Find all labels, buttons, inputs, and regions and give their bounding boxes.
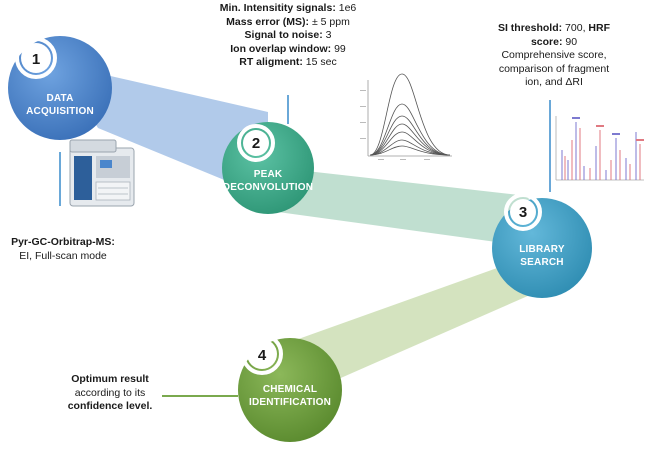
param-comprehensive: Comprehensive score, — [501, 49, 607, 61]
step-3-parameters: SI threshold: 700, HRF score: 90 Compreh… — [476, 22, 632, 90]
step-4-label-line1: CHEMICAL — [262, 384, 318, 395]
param-ion-overlap: Ion overlap window: 99 — [230, 42, 346, 55]
step-3-label-line1: LIBRARY — [519, 244, 565, 255]
step-2-label: PEAK DECONVOLUTION — [222, 168, 314, 194]
step-1-node: 1 — [8, 36, 112, 140]
step-2-parameters: Min. Intensitity signals: 1e6 Mass error… — [196, 2, 380, 70]
step-1-label-line1: DATA — [46, 93, 74, 104]
step-2-node: 2 — [222, 122, 314, 214]
step-3-number: 3 — [519, 204, 527, 221]
param-min-intensity: Min. Intensitity signals: 1e6 — [219, 2, 357, 14]
step-2-label-line2: DECONVOLUTION — [222, 182, 314, 193]
param-comparison: comparison of fragment — [498, 62, 610, 75]
step-2-number: 2 — [252, 135, 260, 152]
chromatogram-icon — [360, 73, 452, 160]
step-4-label-line2: IDENTIFICATION — [248, 397, 332, 408]
step-4-label: CHEMICAL IDENTIFICATION — [242, 383, 338, 409]
step-1-label: DATA ACQUISITION — [14, 92, 106, 118]
param-ion-ri: ion, and ΔRI — [525, 76, 583, 88]
instrument-caption: Pyr-GC-Orbitrap-MS: EI, Full-scan mode — [4, 236, 122, 263]
param-si-threshold: SI threshold: 700, HRF — [497, 22, 611, 34]
step-4-node: 4 — [238, 333, 342, 442]
result-line3: confidence level. — [67, 400, 153, 412]
instrument-name: Pyr-GC-Orbitrap-MS: — [11, 236, 115, 248]
param-rt-alignment: RT aligment: 15 sec — [239, 56, 337, 68]
band-2-3 — [262, 166, 540, 248]
instrument-mode: EI, Full-scan mode — [19, 249, 107, 262]
step-4-number: 4 — [258, 347, 267, 364]
step-3-label-line2: SEARCH — [520, 257, 564, 268]
param-signal-to-noise: Signal to noise: 3 — [244, 29, 332, 41]
mass-spectrum-icon — [555, 116, 644, 181]
step-1-number: 1 — [32, 51, 40, 68]
step-3-label: LIBRARY SEARCH — [496, 243, 588, 269]
param-hrf-score: score: 90 — [530, 35, 578, 48]
param-mass-error: Mass error (MS): ± 5 ppm — [226, 15, 350, 28]
step-1-label-line2: ACQUISITION — [26, 106, 94, 117]
result-line2: according to its — [74, 386, 146, 399]
result-line1: Optimum result — [71, 373, 149, 385]
step-3-node: 3 — [492, 193, 592, 298]
step-2-label-line1: PEAK — [253, 169, 283, 180]
result-caption: Optimum result according to its confiden… — [56, 373, 164, 414]
instrument-icon — [69, 139, 135, 207]
